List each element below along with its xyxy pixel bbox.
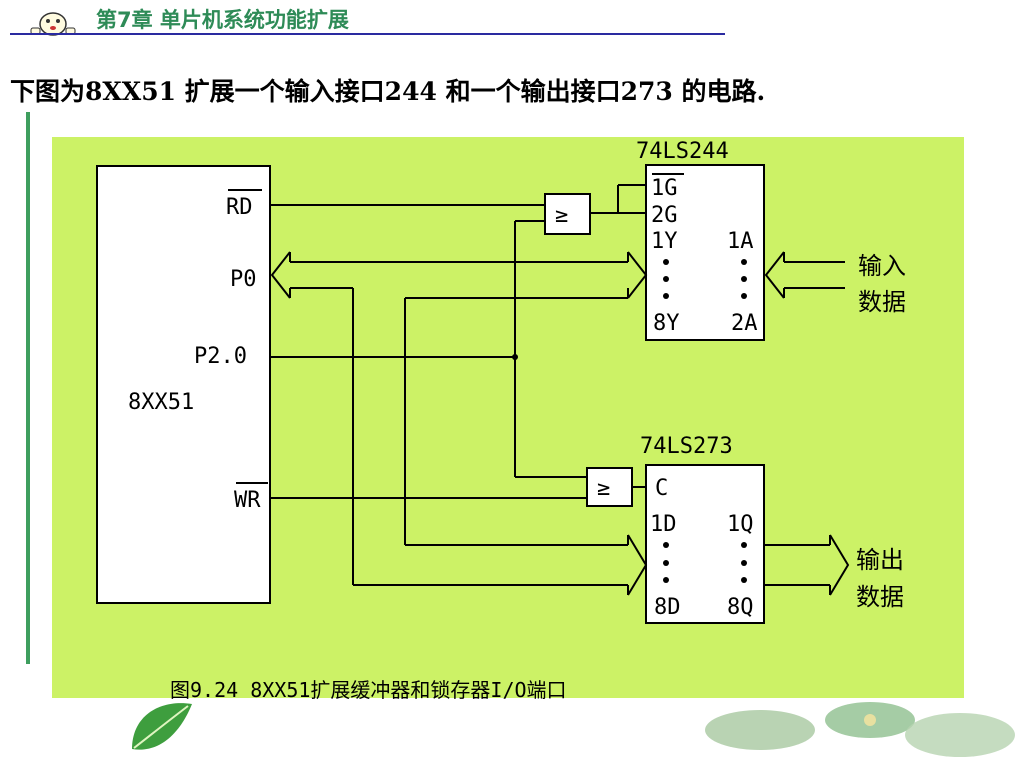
chip-273-pin-8d: 8D — [654, 595, 681, 620]
gate-273-box — [586, 467, 633, 507]
mcu-name-label: 8XX51 — [128, 390, 194, 415]
output-data-label-2: 数据 — [856, 583, 904, 611]
chip-244-name: 74LS244 — [636, 139, 729, 164]
chip-244-pin-8y: 8Y — [653, 311, 680, 336]
gate-244-box — [544, 193, 591, 235]
pin-p0-label: P0 — [230, 267, 257, 292]
leaf-decoration-left-icon — [132, 703, 192, 750]
output-data-label-1: 输出 — [856, 546, 904, 574]
input-data-label-1: 输入 — [858, 252, 906, 280]
figure-caption: 图9.24 8XX51扩展缓冲器和锁存器I/O端口 — [170, 678, 567, 702]
header-divider — [10, 33, 725, 35]
junction-dot — [512, 354, 518, 360]
chip-273-pin-1d: 1D — [650, 512, 677, 537]
gate-244-symbol: ≥ — [555, 203, 568, 228]
left-accent-bar — [26, 112, 30, 664]
chip-273-name: 74LS273 — [640, 434, 733, 459]
chip-273-pin-1q: 1Q — [727, 512, 754, 537]
chip-244-pin-1y: 1Y — [651, 229, 678, 254]
chip-244-pin-2g: 2G — [651, 203, 678, 228]
chip-273-pin-c: C — [655, 476, 668, 501]
slide-subtitle: 下图为8XX51 扩展一个输入接口244 和一个输出接口273 的电路. — [10, 77, 766, 106]
input-data-label-2: 数据 — [858, 288, 906, 316]
chip-244-box — [645, 164, 765, 341]
gate-273-symbol: ≥ — [597, 476, 610, 501]
chip-244-pin-1g: 1G — [651, 176, 678, 201]
pin-wr-label: WR — [234, 488, 261, 513]
chapter-title: 第7章 单片机系统功能扩展 — [96, 8, 349, 32]
chip-273-pin-8q: 8Q — [727, 595, 754, 620]
pin-p20-label: P2.0 — [194, 344, 247, 369]
leaf-decoration-right-icon — [705, 702, 1015, 757]
chip-244-pin-2a: 2A — [731, 311, 758, 336]
mcu-box — [96, 165, 271, 604]
chip-244-pin-1a: 1A — [727, 229, 754, 254]
pin-rd-label: RD — [226, 195, 253, 220]
